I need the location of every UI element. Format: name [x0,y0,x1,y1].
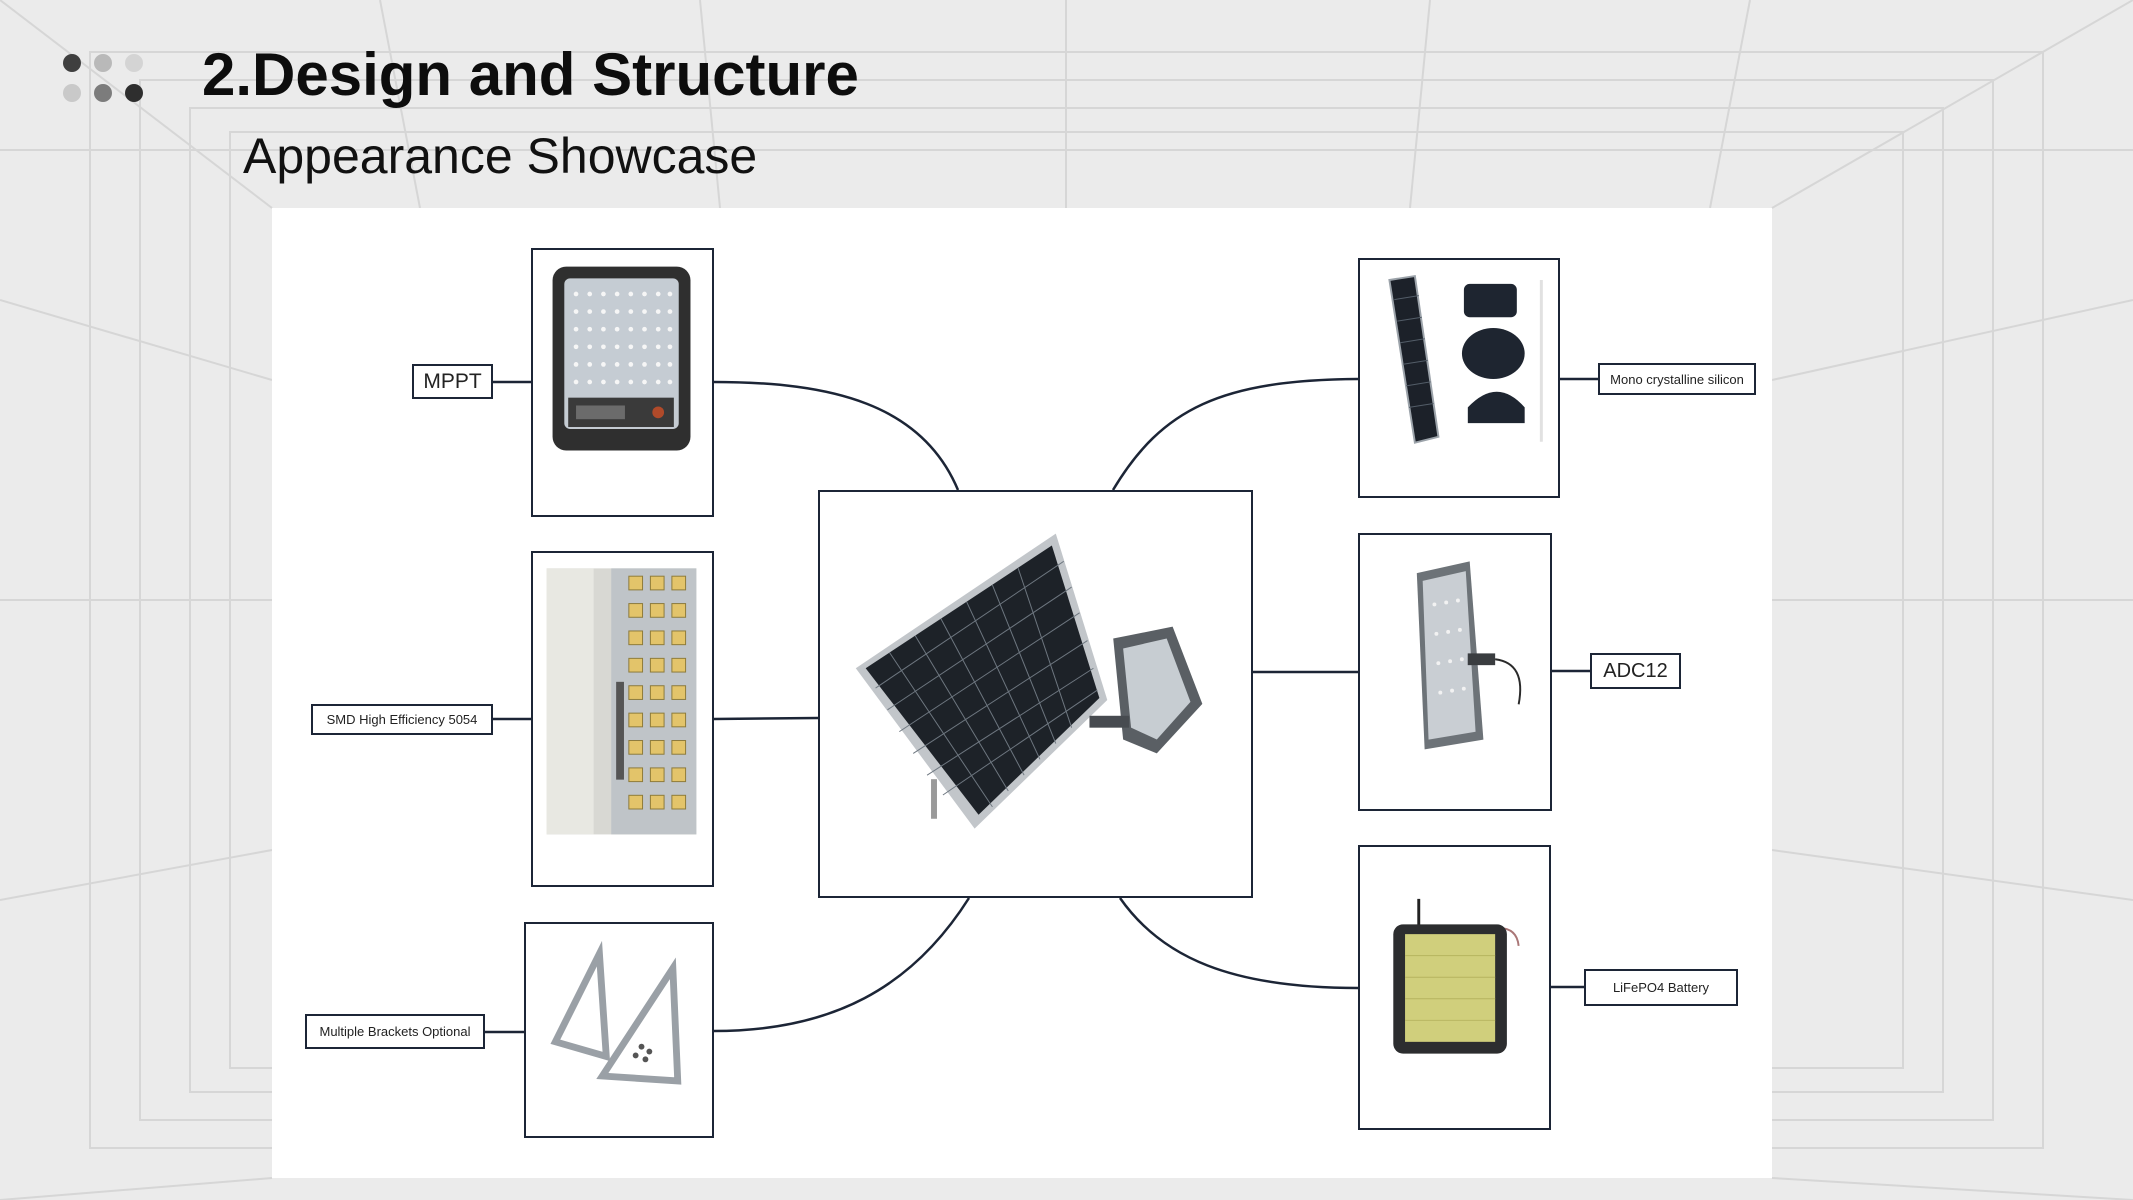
label-smd-5054: SMD High Efficiency 5054 [311,704,493,735]
battery-pack-icon [1393,898,1520,1054]
solar-panel-floodlight-icon [855,533,1203,829]
mppt-photo-frame [531,248,714,517]
led-board-icon [546,568,697,835]
smd-led-photo-frame [531,551,714,887]
main-product-photo-frame [818,490,1253,898]
mono-silicon-photo-frame [1358,258,1560,498]
mounting-bracket-icon [550,940,682,1085]
battery-photo-frame [1358,845,1551,1130]
product-diagram: MPPT SMD High Efficiency 5054 Multiple B… [272,208,1772,1178]
solar-cells-icon [1388,274,1543,444]
label-adc12: ADC12 [1590,653,1681,689]
decorative-dots-icon [63,54,153,110]
adc12-photo-frame [1358,533,1552,811]
label-brackets: Multiple Brackets Optional [305,1014,485,1049]
label-mppt: MPPT [412,364,493,399]
label-lifepo4-battery: LiFePO4 Battery [1584,969,1738,1006]
slide-title: 2.Design and Structure [202,41,859,108]
label-mono-silicon: Mono crystalline silicon [1598,363,1756,395]
brackets-photo-frame [524,922,714,1138]
diagram-connectors [485,377,1598,1034]
slide-subtitle: Appearance Showcase [243,128,758,184]
floodlight-housing-icon [1416,561,1522,750]
floodlight-front-icon [552,266,691,451]
